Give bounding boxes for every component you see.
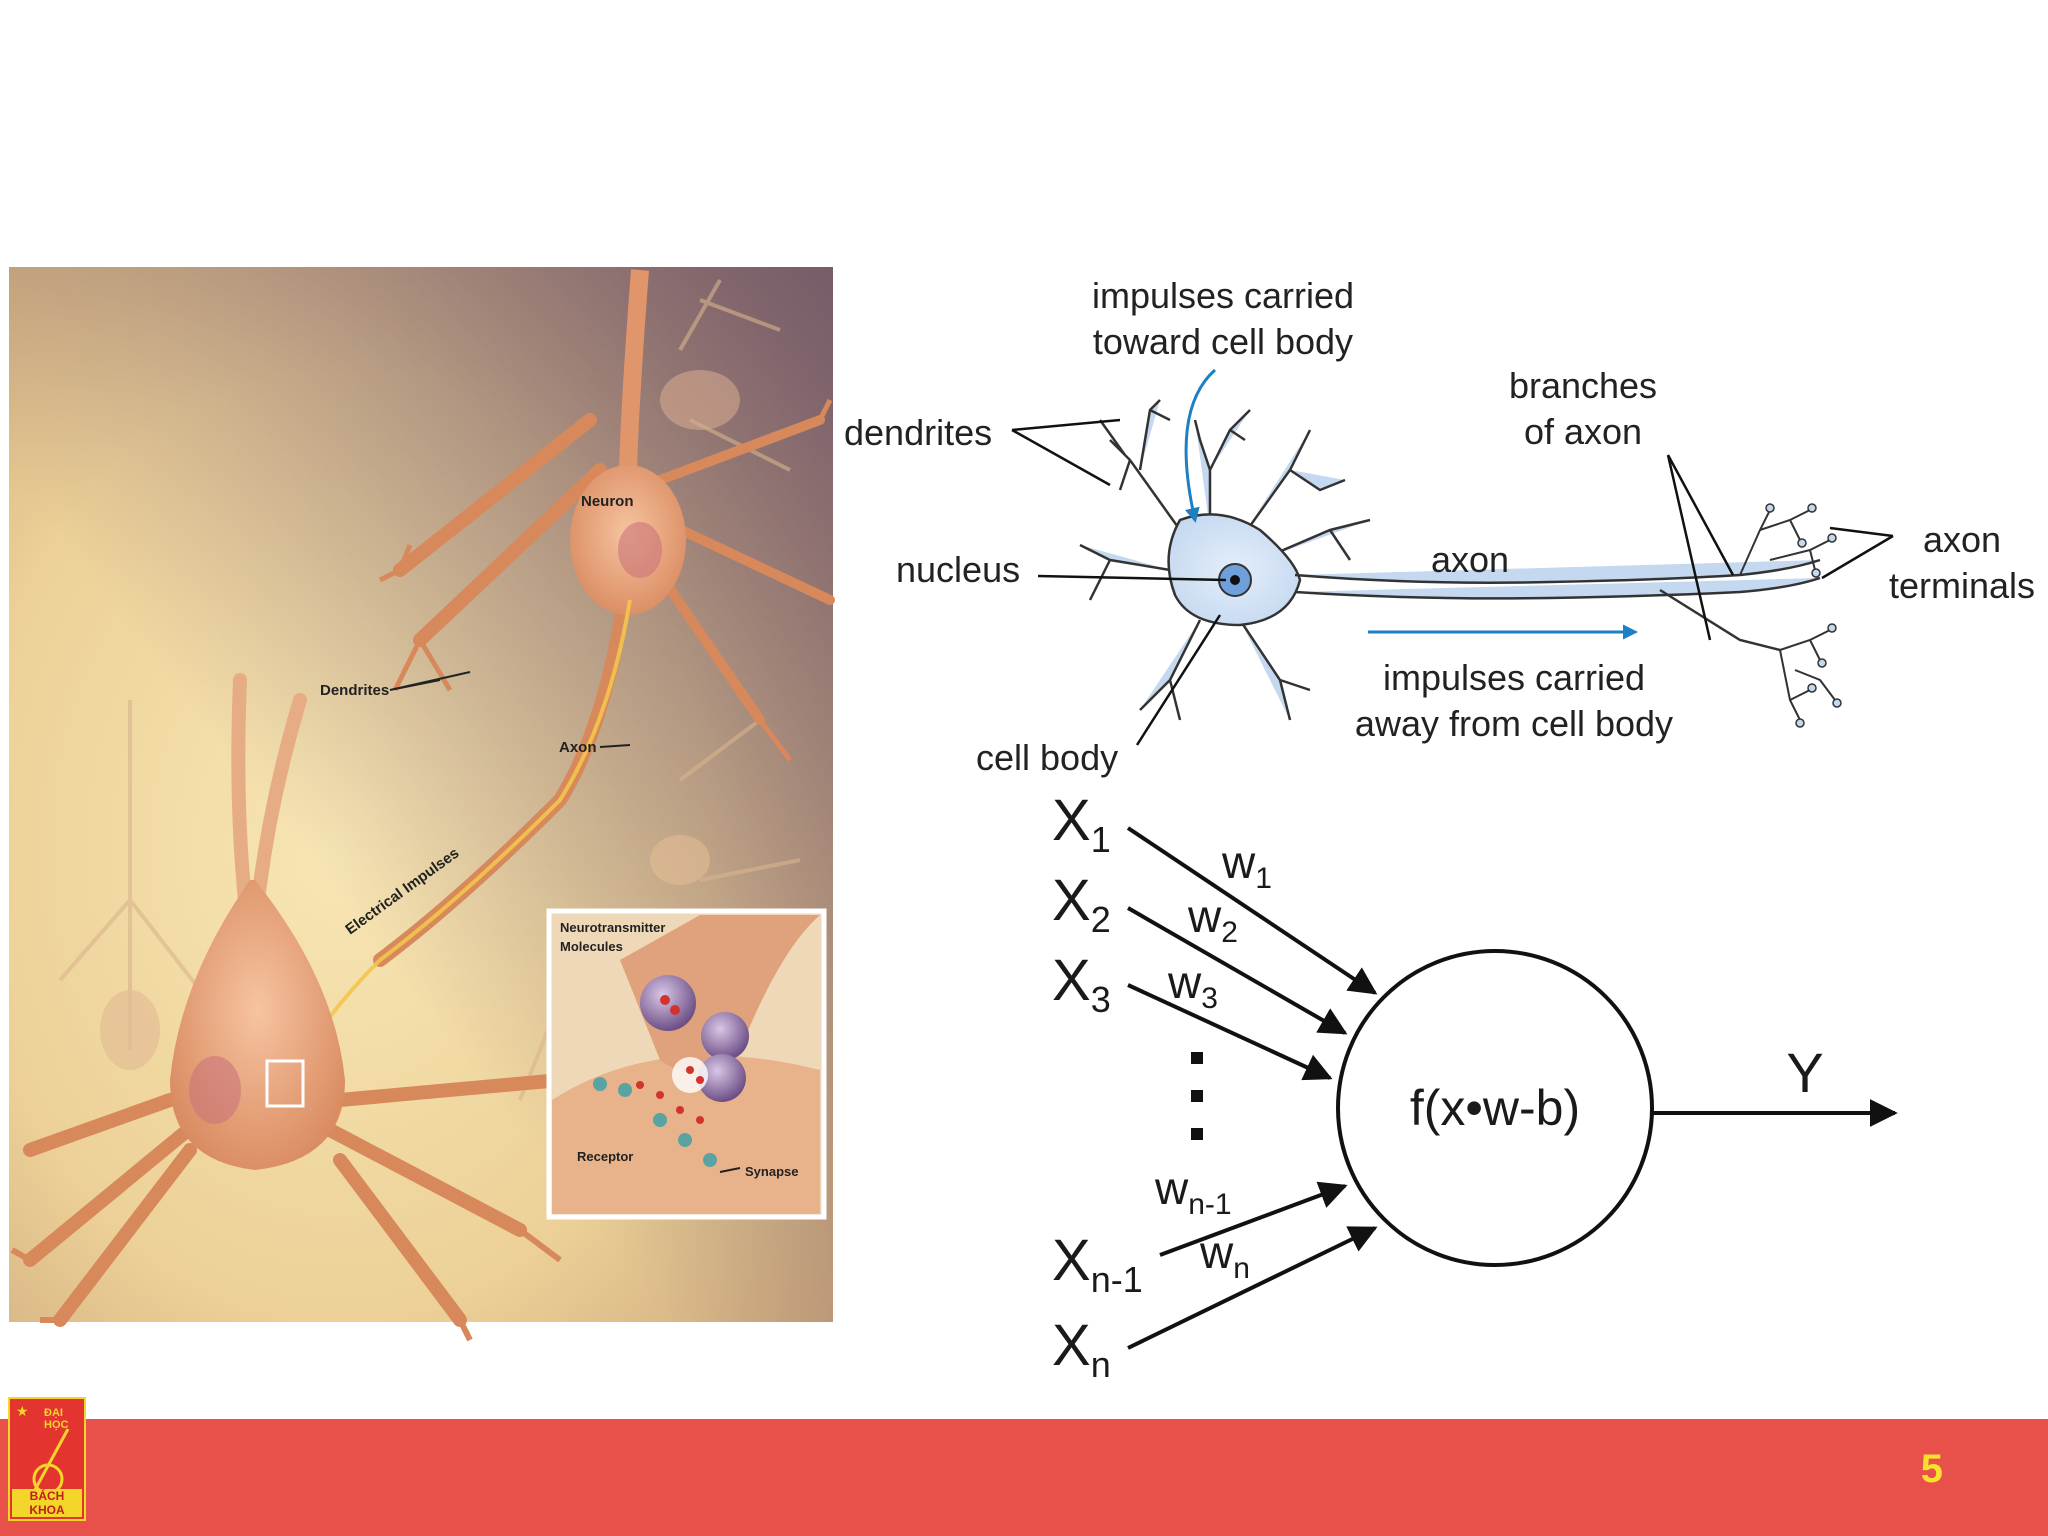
university-logo: ★ ĐẠI HỌC BÁCH KHOA bbox=[8, 1397, 86, 1521]
label-cell-body: cell body bbox=[976, 737, 1118, 778]
footer-bar bbox=[0, 1419, 2048, 1536]
neuron-illustration: Neuron Dendrites Axon Electrical Impulse… bbox=[9, 267, 835, 1342]
upper-neuron bbox=[373, 269, 835, 967]
weight-w2: w2 bbox=[1187, 890, 1238, 949]
label-axon-diagram: axon bbox=[1431, 539, 1509, 580]
output-y: Y bbox=[1786, 1041, 1823, 1104]
label-impulses-away-2: away from cell body bbox=[1355, 703, 1673, 744]
label-molecules: Molecules bbox=[560, 939, 623, 954]
activation-node bbox=[1336, 949, 1654, 1267]
label-dendrites: Dendrites bbox=[320, 682, 389, 699]
lower-neuron bbox=[10, 673, 602, 1342]
label-synapse: Synapse bbox=[745, 1164, 798, 1179]
perceptron-diagram: X1 X2 X3 Xn-1 Xn w1 w2 w3 wn-1 wn f(x•w-… bbox=[1052, 788, 1898, 1385]
label-neurotransmitter: Neurotransmitter bbox=[560, 920, 665, 935]
input-x1: X1 bbox=[1052, 788, 1111, 860]
input-xn: Xn bbox=[1052, 1313, 1111, 1385]
input-arrow-n bbox=[1127, 1226, 1378, 1350]
logo-top-text: ĐẠI HỌC bbox=[44, 1407, 69, 1431]
label-branches-2: of axon bbox=[1524, 411, 1642, 452]
ellipsis-dot bbox=[1191, 1090, 1203, 1102]
weight-w3: w3 bbox=[1167, 956, 1218, 1015]
input-arrow-1 bbox=[1126, 826, 1378, 995]
label-receptor: Receptor bbox=[577, 1149, 633, 1164]
impulse-in-arrow bbox=[1184, 368, 1216, 523]
weight-w1: w1 bbox=[1221, 836, 1272, 895]
label-dendrites-diagram: dendrites bbox=[844, 412, 992, 453]
logo-bottom-text: BÁCH KHOA bbox=[12, 1489, 82, 1517]
label-branches-1: branches bbox=[1509, 365, 1657, 406]
page-number: 5 bbox=[1920, 1447, 1943, 1491]
input-arrow-3 bbox=[1127, 983, 1333, 1081]
ellipsis-dot bbox=[1191, 1052, 1203, 1064]
label-impulses-toward-1: impulses carried bbox=[1092, 275, 1354, 316]
synapse-inset bbox=[546, 908, 827, 1220]
ellipsis-dot bbox=[1191, 1128, 1203, 1140]
input-arrow-2 bbox=[1127, 906, 1348, 1035]
weight-wn: wn bbox=[1199, 1226, 1250, 1285]
label-impulses-toward-2: toward cell body bbox=[1093, 321, 1353, 362]
weight-wn-1: wn-1 bbox=[1154, 1162, 1232, 1221]
axon-shape bbox=[1294, 558, 1821, 600]
label-impulses-away-1: impulses carried bbox=[1383, 657, 1645, 698]
label-neuron: Neuron bbox=[581, 493, 634, 510]
label-axon: Axon bbox=[559, 739, 597, 756]
label-axon-terminals-2: terminals bbox=[1889, 565, 2035, 606]
activation-function: f(x•w-b) bbox=[1410, 1080, 1580, 1136]
neuron-diagram: impulses carried toward cell body dendri… bbox=[844, 275, 2035, 778]
label-axon-terminals-1: axon bbox=[1923, 519, 2001, 560]
input-xn-1: Xn-1 bbox=[1052, 1228, 1143, 1300]
input-x2: X2 bbox=[1052, 868, 1111, 940]
label-nucleus: nucleus bbox=[896, 549, 1020, 590]
star-icon: ★ bbox=[16, 1403, 29, 1419]
input-arrow-n-1 bbox=[1159, 1181, 1348, 1257]
input-x3: X3 bbox=[1052, 948, 1111, 1020]
